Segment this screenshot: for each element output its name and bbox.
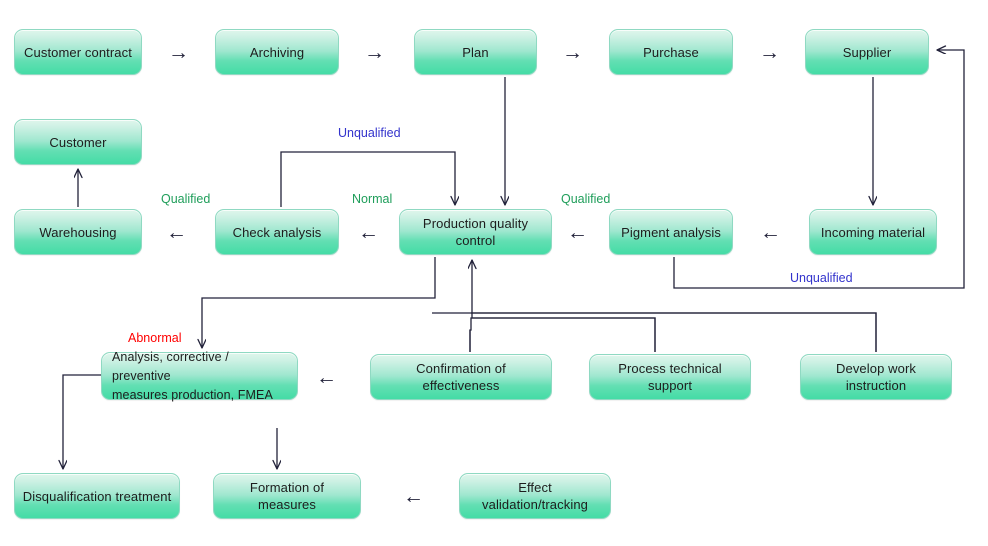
- node-formation-of-measures[interactable]: Formation of measures: [213, 473, 361, 519]
- node-pigment-analysis[interactable]: Pigment analysis: [609, 209, 733, 255]
- node-check-analysis[interactable]: Check analysis: [215, 209, 339, 255]
- edge-production-quality-abnormal-to-analysis: [202, 257, 436, 348]
- node-develop-work-instruction[interactable]: Develop work instruction: [800, 354, 952, 400]
- node-archiving[interactable]: Archiving: [215, 29, 339, 75]
- node-warehousing[interactable]: Warehousing: [14, 209, 142, 255]
- node-supplier[interactable]: Supplier: [805, 29, 929, 75]
- edge-label-normal: Normal: [352, 192, 393, 206]
- edge-develop-work-to-production-quality: [471, 312, 877, 352]
- arrow-left-production-quality-to-check: ←: [358, 221, 379, 244]
- arrow-left-confirmation-to-analysis: ←: [316, 366, 337, 389]
- edge-confirmation-to-production-quality: [469, 317, 656, 352]
- arrow-right-purchase-to-supplier: →: [759, 41, 780, 64]
- edge-process-support-to-production-quality: [472, 260, 656, 352]
- node-confirmation-of-effectiveness[interactable]: Confirmation of effectiveness: [370, 354, 552, 400]
- arrow-left-pigment-to-production-quality: ←: [567, 221, 588, 244]
- edge-develop-work-leg: [432, 312, 877, 352]
- arrow-left-check-to-warehousing: ←: [166, 221, 187, 244]
- node-purchase[interactable]: Purchase: [609, 29, 733, 75]
- edge-label-qualified-check: Qualified: [161, 192, 211, 206]
- edge-analysis-to-disqualification: [63, 374, 101, 469]
- arrow-right-contract-to-archiving: →: [168, 41, 189, 64]
- node-customer[interactable]: Customer: [14, 119, 142, 165]
- node-incoming-material[interactable]: Incoming material: [809, 209, 937, 255]
- node-disqualification-treatment[interactable]: Disqualification treatment: [14, 473, 180, 519]
- edge-label-qualified-pigment: Qualified: [561, 192, 611, 206]
- edge-label-unqualified-right: Unqualified: [790, 271, 853, 285]
- edge-label-unqualified-top: Unqualified: [338, 126, 401, 140]
- arrow-right-plan-to-purchase: →: [562, 41, 583, 64]
- node-effect-validation-tracking[interactable]: Effect validation/tracking: [459, 473, 611, 519]
- node-analysis-line-2: measures production, FMEA: [112, 387, 273, 402]
- node-process-technical-support[interactable]: Process technical support: [589, 354, 751, 400]
- node-analysis-corrective-preventive[interactable]: Analysis, corrective / preventive measur…: [101, 350, 298, 402]
- arrow-left-incoming-to-pigment: ←: [760, 221, 781, 244]
- edge-label-abnormal: Abnormal: [128, 331, 182, 345]
- node-analysis-line-1: Analysis, corrective / preventive: [112, 349, 229, 383]
- arrow-left-effect-to-formation: ←: [403, 485, 424, 508]
- node-plan[interactable]: Plan: [414, 29, 537, 75]
- node-production-quality-control[interactable]: Production quality control: [399, 209, 552, 255]
- arrow-right-archiving-to-plan: →: [364, 41, 385, 64]
- node-customer-contract[interactable]: Customer contract: [14, 29, 142, 75]
